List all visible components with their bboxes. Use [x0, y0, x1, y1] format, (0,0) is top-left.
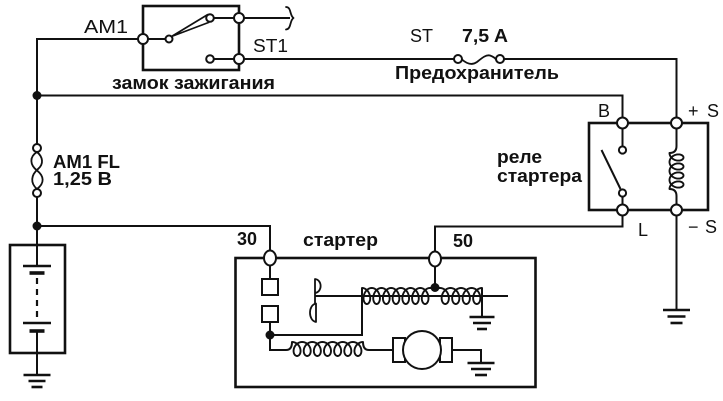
label-fuse: Предохранитель — [395, 63, 559, 83]
labels: AM1 ST1 замок зажигания ST 7,5 A Предохр… — [53, 17, 719, 251]
starter — [234, 249, 537, 389]
relay-fixed-contact — [617, 145, 628, 155]
fusible-link-strand — [31, 151, 43, 190]
junction-dot-contact — [265, 330, 275, 340]
junction-dot-coils — [430, 283, 440, 292]
fusible-link-terminal-top — [32, 143, 42, 153]
ground-symbol-solenoid — [469, 315, 495, 331]
wire-main-to-relay-b — [37, 94, 624, 123]
switch-pivot — [164, 34, 174, 44]
label-terminal-50: 50 — [453, 231, 473, 251]
fusible-link-am1 — [30, 143, 44, 198]
label-fusible-link-rating: 1,25 B — [53, 169, 112, 189]
st-fuse — [453, 54, 505, 65]
ignition-switch — [137, 4, 245, 72]
relay-coil-lead-bottom — [669, 188, 678, 210]
label-starter: стартер — [303, 230, 378, 250]
wire-motor-to-ground — [452, 349, 482, 363]
motor-armature — [402, 330, 442, 370]
terminal-b — [616, 116, 629, 130]
pull-in-coil — [361, 287, 431, 305]
ground-symbol-relay — [663, 308, 690, 325]
switch-contact-acc — [205, 13, 215, 23]
main-contact-upper — [261, 278, 279, 296]
starter-relay — [587, 116, 710, 217]
label-relay-line1: реле — [497, 147, 542, 167]
field-winding — [291, 341, 364, 357]
wire-contact-to-pull-in-coil — [269, 288, 363, 336]
terminal-acc — [233, 12, 245, 24]
wire-fuse-to-relay-plus-s — [500, 58, 678, 123]
relay-moving-contact — [617, 188, 628, 198]
wiring — [32, 6, 690, 325]
battery — [8, 243, 67, 389]
wire-battery-to-am1 — [36, 38, 143, 148]
label-terminal-am1: AM1 — [84, 17, 128, 37]
fuse-element — [461, 54, 497, 65]
terminal-plus-s — [670, 116, 683, 130]
label-terminal-st1: ST1 — [253, 36, 288, 56]
label-fuse-rating: 7,5 A — [462, 26, 508, 46]
continuation-brace-icon — [285, 6, 295, 31]
fuse-terminal-left — [453, 54, 463, 64]
label-st-circuit: ST — [410, 26, 433, 46]
relay-coil — [668, 152, 685, 190]
starter-housing — [234, 256, 537, 389]
terminal-l — [616, 203, 629, 217]
terminal-30 — [263, 249, 277, 267]
relay-coil-lead-top — [669, 123, 678, 154]
label-relay-line2: стартера — [497, 166, 583, 186]
wire-relay-l-to-terminal-50 — [434, 210, 624, 259]
terminal-minus-s — [670, 203, 683, 217]
fusible-link-terminal-bottom — [32, 188, 42, 198]
ground-symbol-motor — [467, 361, 495, 377]
contact-disc-icon — [309, 278, 322, 323]
terminal-am1 — [137, 33, 149, 45]
main-contact-lower — [261, 305, 279, 323]
wire-battery-to-terminal-30 — [37, 225, 271, 258]
label-terminal-30: 30 — [237, 229, 257, 249]
junction-dot-battery — [32, 221, 42, 231]
label-fusible-link-name: AM1 FL — [53, 152, 120, 172]
ground-symbol-battery — [23, 373, 51, 389]
switch-contact-st — [205, 54, 215, 64]
starter-relay-housing — [587, 121, 710, 212]
dc-motor-icon — [392, 330, 453, 370]
terminal-st1 — [233, 53, 245, 65]
relay-switch-arm — [600, 149, 622, 190]
field-winding-lead-in — [269, 335, 293, 351]
fuse-terminal-right — [495, 54, 505, 64]
label-terminal-l: L — [638, 220, 648, 240]
hold-in-coil — [439, 287, 483, 305]
junction-dot-main — [32, 91, 42, 100]
label-ignition-switch: замок зажигания — [112, 73, 275, 93]
field-winding-lead-out — [362, 341, 399, 351]
label-terminal-b: B — [598, 101, 610, 121]
terminal-50 — [428, 250, 442, 268]
